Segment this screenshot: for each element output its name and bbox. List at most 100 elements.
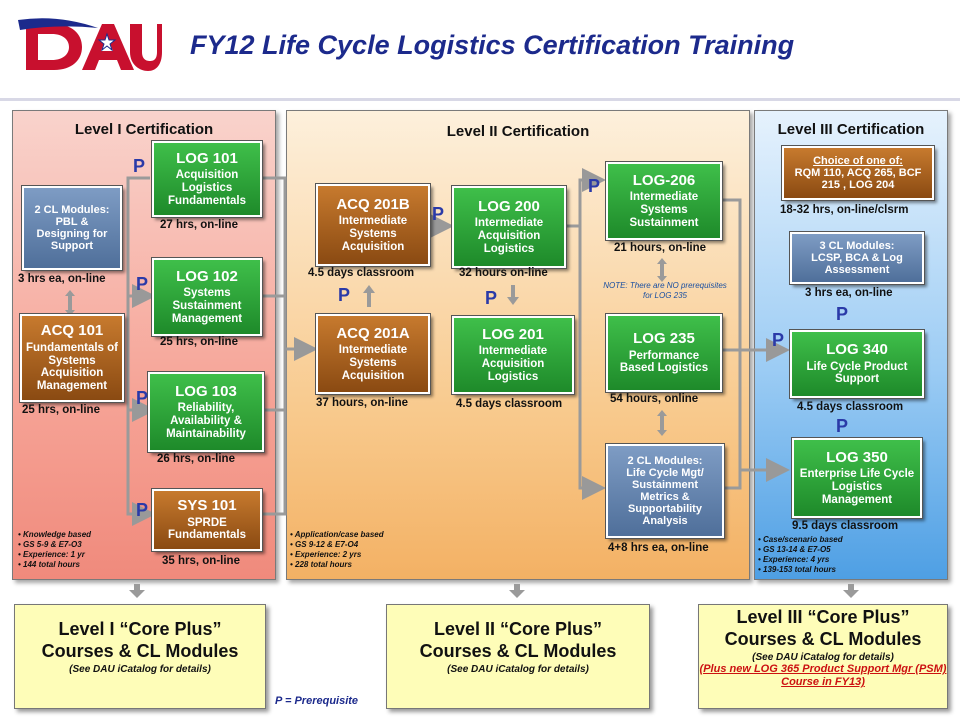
core-plus-title: Level II “Core Plus” Courses & CL Module…	[387, 619, 649, 662]
core-plus-level-1[interactable]: Level I “Core Plus” Courses & CL Modules…	[14, 604, 266, 709]
prereq-marker: P	[485, 288, 498, 308]
course-code: ACQ 101	[40, 322, 104, 340]
course-name: LCSP, BCA & Log Assessment	[811, 251, 903, 277]
requirement-line: • Experience: 2 yrs	[290, 550, 362, 559]
course-log101[interactable]: LOG 101 Acquisition Logistics Fundamenta…	[151, 140, 263, 218]
course-hours: 3 hrs ea, on-line	[805, 287, 893, 299]
course-cl-pbl-designing[interactable]: 2 CL Modules: PBL & Designing for Suppor…	[21, 185, 123, 271]
course-code: ACQ 201A	[336, 324, 410, 342]
course-hours: 3 hrs ea, on-line	[18, 273, 106, 285]
course-code: LOG 340	[826, 341, 888, 359]
course-code: 2 CL Modules:	[627, 454, 703, 467]
requirement-line: • GS 13-14 & E7-O5	[758, 545, 831, 554]
course-log200[interactable]: LOG 200 Intermediate Acquisition Logisti…	[451, 185, 567, 269]
core-plus-title-line: Level III “Core Plus”	[736, 607, 910, 627]
requirement-line: • GS 5-9 & E7-O3	[18, 540, 82, 549]
core-plus-subtitle: (See DAU iCatalog for details)	[752, 652, 894, 664]
course-code: 2 CL Modules:	[34, 203, 110, 216]
requirement-line: • Experience: 4 yrs	[758, 555, 830, 564]
course-code: LOG-206	[632, 171, 696, 189]
level-1-title: Level I Certification	[74, 121, 214, 138]
course-cl-lifecycle-sustainment[interactable]: 2 CL Modules: Life Cycle Mgt/ Sustainmen…	[605, 443, 725, 539]
core-plus-level-2[interactable]: Level II “Core Plus” Courses & CL Module…	[386, 604, 650, 709]
prereq-marker: P	[588, 176, 601, 196]
course-code: LOG 350	[826, 448, 888, 466]
level-2-title: Level II Certification	[446, 123, 590, 140]
core-plus-title-line: Courses & CL Modules	[419, 640, 617, 661]
prereq-marker: P	[836, 304, 849, 324]
course-choice-of-one[interactable]: Choice of one of: RQM 110, ACQ 265, BCF …	[781, 145, 935, 201]
requirement-line: • Case/scenario based	[758, 535, 843, 544]
course-acq101[interactable]: ACQ 101 Fundamentals of Systems Acquisit…	[19, 313, 125, 403]
course-hours: 54 hours, online	[610, 393, 699, 405]
course-hours: 27 hrs, on-line	[160, 219, 238, 231]
course-log103[interactable]: LOG 103 Reliability, Availability & Main…	[147, 371, 265, 453]
course-name: Performance Based Logistics	[619, 349, 709, 375]
course-name: SPRDE Fundamentals	[168, 516, 246, 542]
core-plus-title-line: Level I “Core Plus”	[58, 619, 222, 639]
prereq-marker: P	[836, 416, 849, 436]
course-name: PBL & Designing for Support	[36, 215, 108, 253]
course-hours: 32 hours on-line	[459, 267, 548, 279]
core-plus-title: Level III “Core Plus” Courses & CL Modul…	[699, 607, 947, 650]
core-plus-level-3[interactable]: Level III “Core Plus” Courses & CL Modul…	[698, 604, 948, 709]
course-name: Acquisition Logistics Fundamentals	[168, 169, 246, 207]
level-1-requirements: • Knowledge based • GS 5-9 & E7-O3 • Exp…	[18, 530, 91, 570]
course-hours: 25 hrs, on-line	[22, 404, 100, 416]
course-hours: 26 hrs, on-line	[157, 453, 235, 465]
prereq-marker: P	[432, 204, 445, 224]
course-code: LOG 235	[633, 330, 695, 348]
prereq-marker: P	[772, 330, 785, 350]
requirement-line: • 139-153 total hours	[758, 565, 836, 574]
course-acq201a[interactable]: ACQ 201A Intermediate Systems Acquisitio…	[315, 313, 431, 395]
course-hours: 4.5 days classroom	[456, 398, 563, 410]
prereq-marker: P	[133, 156, 146, 176]
level-2-requirements: • Application/case based • GS 9-12 & E7-…	[290, 530, 384, 570]
course-hours: 9.5 days classroom	[792, 520, 899, 532]
requirement-line: • GS 9-12 & E7-O4	[290, 540, 359, 549]
course-hours: 37 hours, on-line	[316, 397, 409, 409]
course-log102[interactable]: LOG 102 Systems Sustainment Management	[151, 257, 263, 337]
course-log201[interactable]: LOG 201 Intermediate Acquisition Logisti…	[451, 315, 575, 395]
core-plus-title-line: Courses & CL Modules	[724, 628, 922, 649]
course-name: Life Cycle Mgt/ Sustainment Metrics & Su…	[626, 466, 704, 528]
core-plus-subtitle: (See DAU iCatalog for details)	[447, 664, 589, 676]
core-plus-title-line: Courses & CL Modules	[41, 640, 239, 661]
course-name: Intermediate Systems Sustainment	[629, 191, 699, 229]
page-title: FY12 Life Cycle Logistics Certification …	[190, 30, 795, 60]
course-code: LOG 200	[478, 197, 540, 215]
course-code: LOG 101	[176, 149, 238, 167]
course-name: Intermediate Systems Acquisition	[338, 215, 408, 253]
course-name: Intermediate Acquisition Logistics	[474, 217, 544, 255]
prereq-marker: P	[136, 500, 149, 520]
course-sys101[interactable]: SYS 101 SPRDE Fundamentals	[151, 488, 263, 552]
course-code: Choice of one of:	[813, 154, 903, 167]
course-code: LOG 102	[176, 267, 238, 285]
course-name: Intermediate Systems Acquisition	[338, 344, 408, 382]
prereq-marker: P	[136, 388, 149, 408]
core-plus-title-line: Level II “Core Plus”	[433, 619, 603, 639]
course-acq201b[interactable]: ACQ 201B Intermediate Systems Acquisitio…	[315, 183, 431, 267]
course-code: SYS 101	[177, 497, 237, 515]
prereq-marker: P	[136, 274, 149, 294]
course-log235[interactable]: LOG 235 Performance Based Logistics	[605, 313, 723, 393]
course-log340[interactable]: LOG 340 Life Cycle Product Support	[789, 329, 925, 399]
course-name: Enterprise Life Cycle Logistics Manageme…	[799, 468, 915, 506]
level-3-title: Level III Certification	[777, 121, 925, 138]
course-cl-lcsp-bca[interactable]: 3 CL Modules: LCSP, BCA & Log Assessment	[789, 231, 925, 285]
title-divider	[0, 98, 960, 101]
requirement-line: • Experience: 1 yr	[18, 550, 85, 559]
course-name: Intermediate Acquisition Logistics	[478, 345, 548, 383]
course-code: ACQ 201B	[336, 195, 410, 213]
course-name: Systems Sustainment Management	[171, 287, 243, 325]
requirement-line: • Application/case based	[290, 530, 384, 539]
level-3-requirements: • Case/scenario based • GS 13-14 & E7-O5…	[758, 535, 843, 575]
requirement-line: • 228 total hours	[290, 560, 352, 569]
course-name: Reliability, Availability & Maintainabil…	[166, 402, 246, 440]
prerequisite-legend: P = Prerequisite	[275, 695, 359, 707]
course-name: Fundamentals of Systems Acquisition Mana…	[26, 341, 119, 392]
log235-note: NOTE: There are NO prerequisites for LOG…	[603, 281, 727, 300]
course-log206[interactable]: LOG-206 Intermediate Systems Sustainment	[605, 161, 723, 241]
course-log350[interactable]: LOG 350 Enterprise Life Cycle Logistics …	[791, 437, 923, 519]
